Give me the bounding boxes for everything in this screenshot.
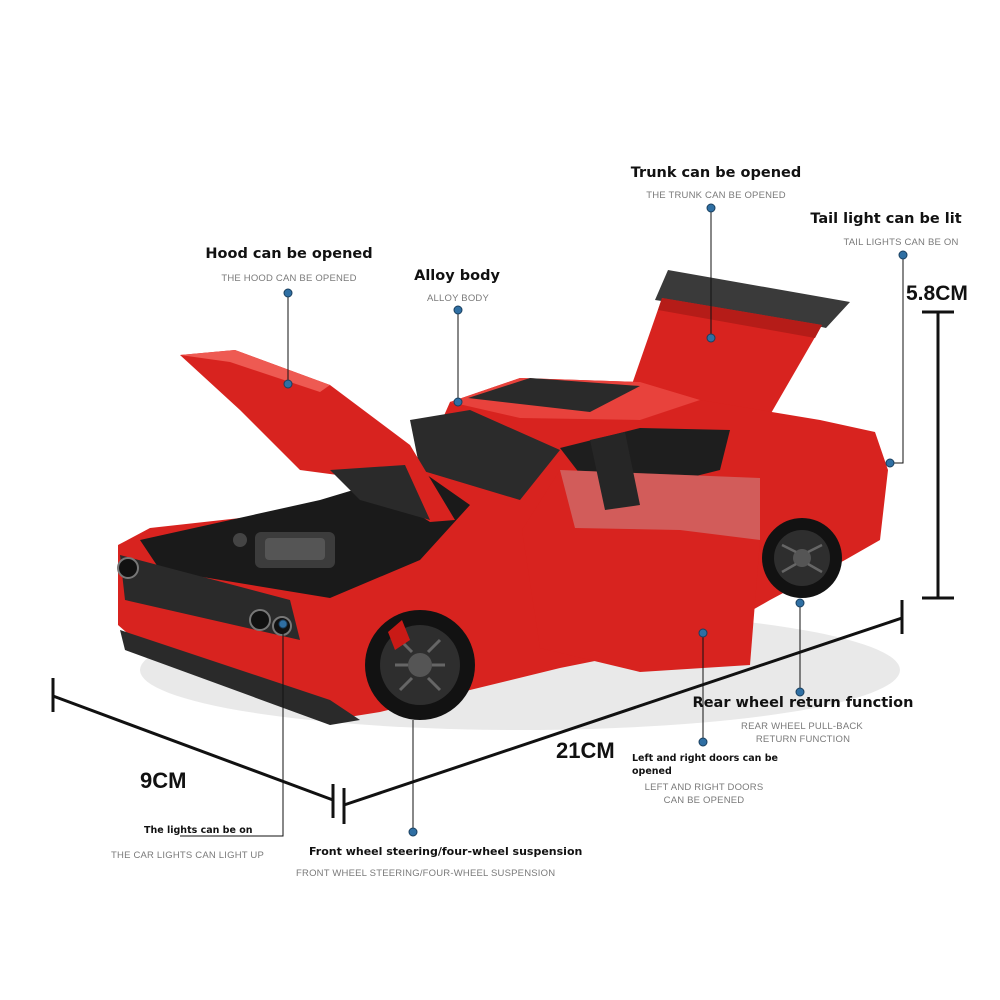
front-wheel [365,610,475,720]
rear-wheel [762,518,842,598]
open-door [522,470,760,672]
tail-light-callout-subtitle: TAIL LIGHTS CAN BE ON [843,237,959,248]
trunk-callout-subtitle: THE TRUNK CAN BE OPENED [646,190,786,201]
callout-dot [706,333,716,343]
lights-callout-title: The lights can be on [144,825,253,836]
alloy-callout-title: Alloy body [414,268,500,284]
car-model [117,270,888,725]
tail-light-callout-title: Tail light can be lit [810,211,962,227]
callout-dot [698,737,708,747]
callout-dot [283,288,293,298]
length-dimension-line [343,616,903,807]
callout-dot [706,203,716,213]
callout-dot [795,687,805,697]
callout-dot [453,305,463,315]
dimension-lines [51,310,954,824]
front-wheel-callout-title: Front wheel steering/four-wheel suspensi… [309,845,583,858]
width-dimension-line [52,694,334,802]
callout-dot [453,397,463,407]
sunroof [468,378,640,412]
height-dimension-label: 5.8CM [906,282,968,305]
callout-dot [283,379,293,389]
doors-callout-title-2: opened [632,766,672,777]
doors-callout-title-1: Left and right doors can be [632,753,778,764]
callout-dot [898,250,908,260]
hood-callout-subtitle: THE HOOD CAN BE OPENED [221,273,357,284]
hood-callout-title: Hood can be opened [205,246,373,262]
rear-wheel-callout-subtitle-2: RETURN FUNCTION [755,734,851,745]
alloy-callout-subtitle: ALLOY BODY [426,293,490,304]
rear-spoiler [655,270,850,328]
width-dimension-label: 9CM [140,768,187,793]
trunk-callout-title: Trunk can be opened [630,165,802,181]
doors-callout-subtitle-1: LEFT AND RIGHT DOORS [644,782,764,793]
rear-wheel-callout-subtitle-1: REAR WHEEL PULL-BACK [741,721,863,732]
front-wheel-callout-subtitle: FRONT WHEEL STEERING/FOUR-WHEEL SUSPENSI… [296,868,556,879]
callout-dot [408,827,418,837]
headlight [117,557,139,579]
length-dimension-label: 21CM [556,738,615,763]
callout-dots [278,203,908,837]
doors-callout-subtitle-2: CAN BE OPENED [663,795,745,806]
callout-dot [698,628,708,638]
callout-dot [885,458,895,468]
callout-dot [278,619,288,629]
rear-wheel-callout-title: Rear wheel return function [692,695,914,711]
callout-dot [795,598,805,608]
lights-callout-subtitle: THE CAR LIGHTS CAN LIGHT UP [111,850,265,861]
